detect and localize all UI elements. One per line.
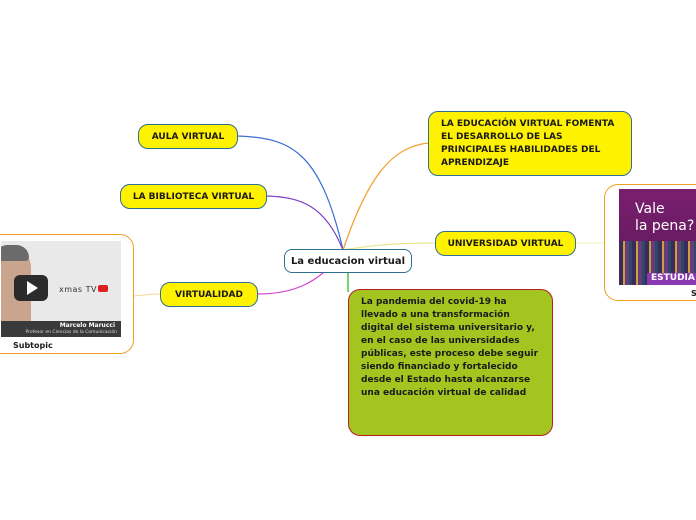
link-universidad [342,242,436,251]
topic-universidad-virtual[interactable]: UNIVERSIDAD VIRTUAL [435,231,576,256]
poster-title-line2: la pena? [635,218,695,234]
poster-image: Vale la pena? ESTUDIA [619,189,696,285]
link-biblioteca [266,195,344,251]
topic-pandemia[interactable]: La pandemia del covid-19 ha llevado a un… [348,289,553,436]
link-fomenta [342,142,429,251]
video-card[interactable]: xmas TV Marcelo Marucci Profesor en Cien… [0,234,134,354]
play-icon [27,281,38,295]
channel-brand: xmas TV [59,285,97,294]
presenter-role: Profesor en Ciencias de la Comunicación [25,330,117,335]
topic-biblioteca-virtual[interactable]: LA BIBLIOTECA VIRTUAL [120,184,267,209]
topic-aula-virtual[interactable]: AULA VIRTUAL [138,124,238,149]
poster-band [647,273,696,285]
youtube-icon [98,285,108,292]
link-aula [237,135,344,251]
presenter-name: Marcelo Marucci [59,322,115,329]
central-topic[interactable]: La educacion virtual [284,249,412,273]
lower-third-bar: Marcelo Marucci Profesor en Ciencias de … [1,321,121,337]
link-video-card [133,293,161,297]
presenter-hair [1,245,29,261]
poster-card[interactable]: Vale la pena? ESTUDIA S [604,184,696,301]
topic-educacion-fomenta[interactable]: LA EDUCACIÓN VIRTUAL FOMENTA EL DESARROL… [428,111,632,176]
poster-band-text: ESTUDIA [651,273,695,283]
poster-title: Vale la pena? [635,201,694,235]
poster-card-caption: S [691,289,696,298]
video-card-caption: Subtopic [13,341,53,350]
topic-virtualidad[interactable]: VIRTUALIDAD [160,282,258,307]
play-button[interactable] [14,275,48,301]
video-thumbnail[interactable]: xmas TV Marcelo Marucci Profesor en Cien… [1,241,121,337]
poster-title-line1: Vale [635,201,665,217]
